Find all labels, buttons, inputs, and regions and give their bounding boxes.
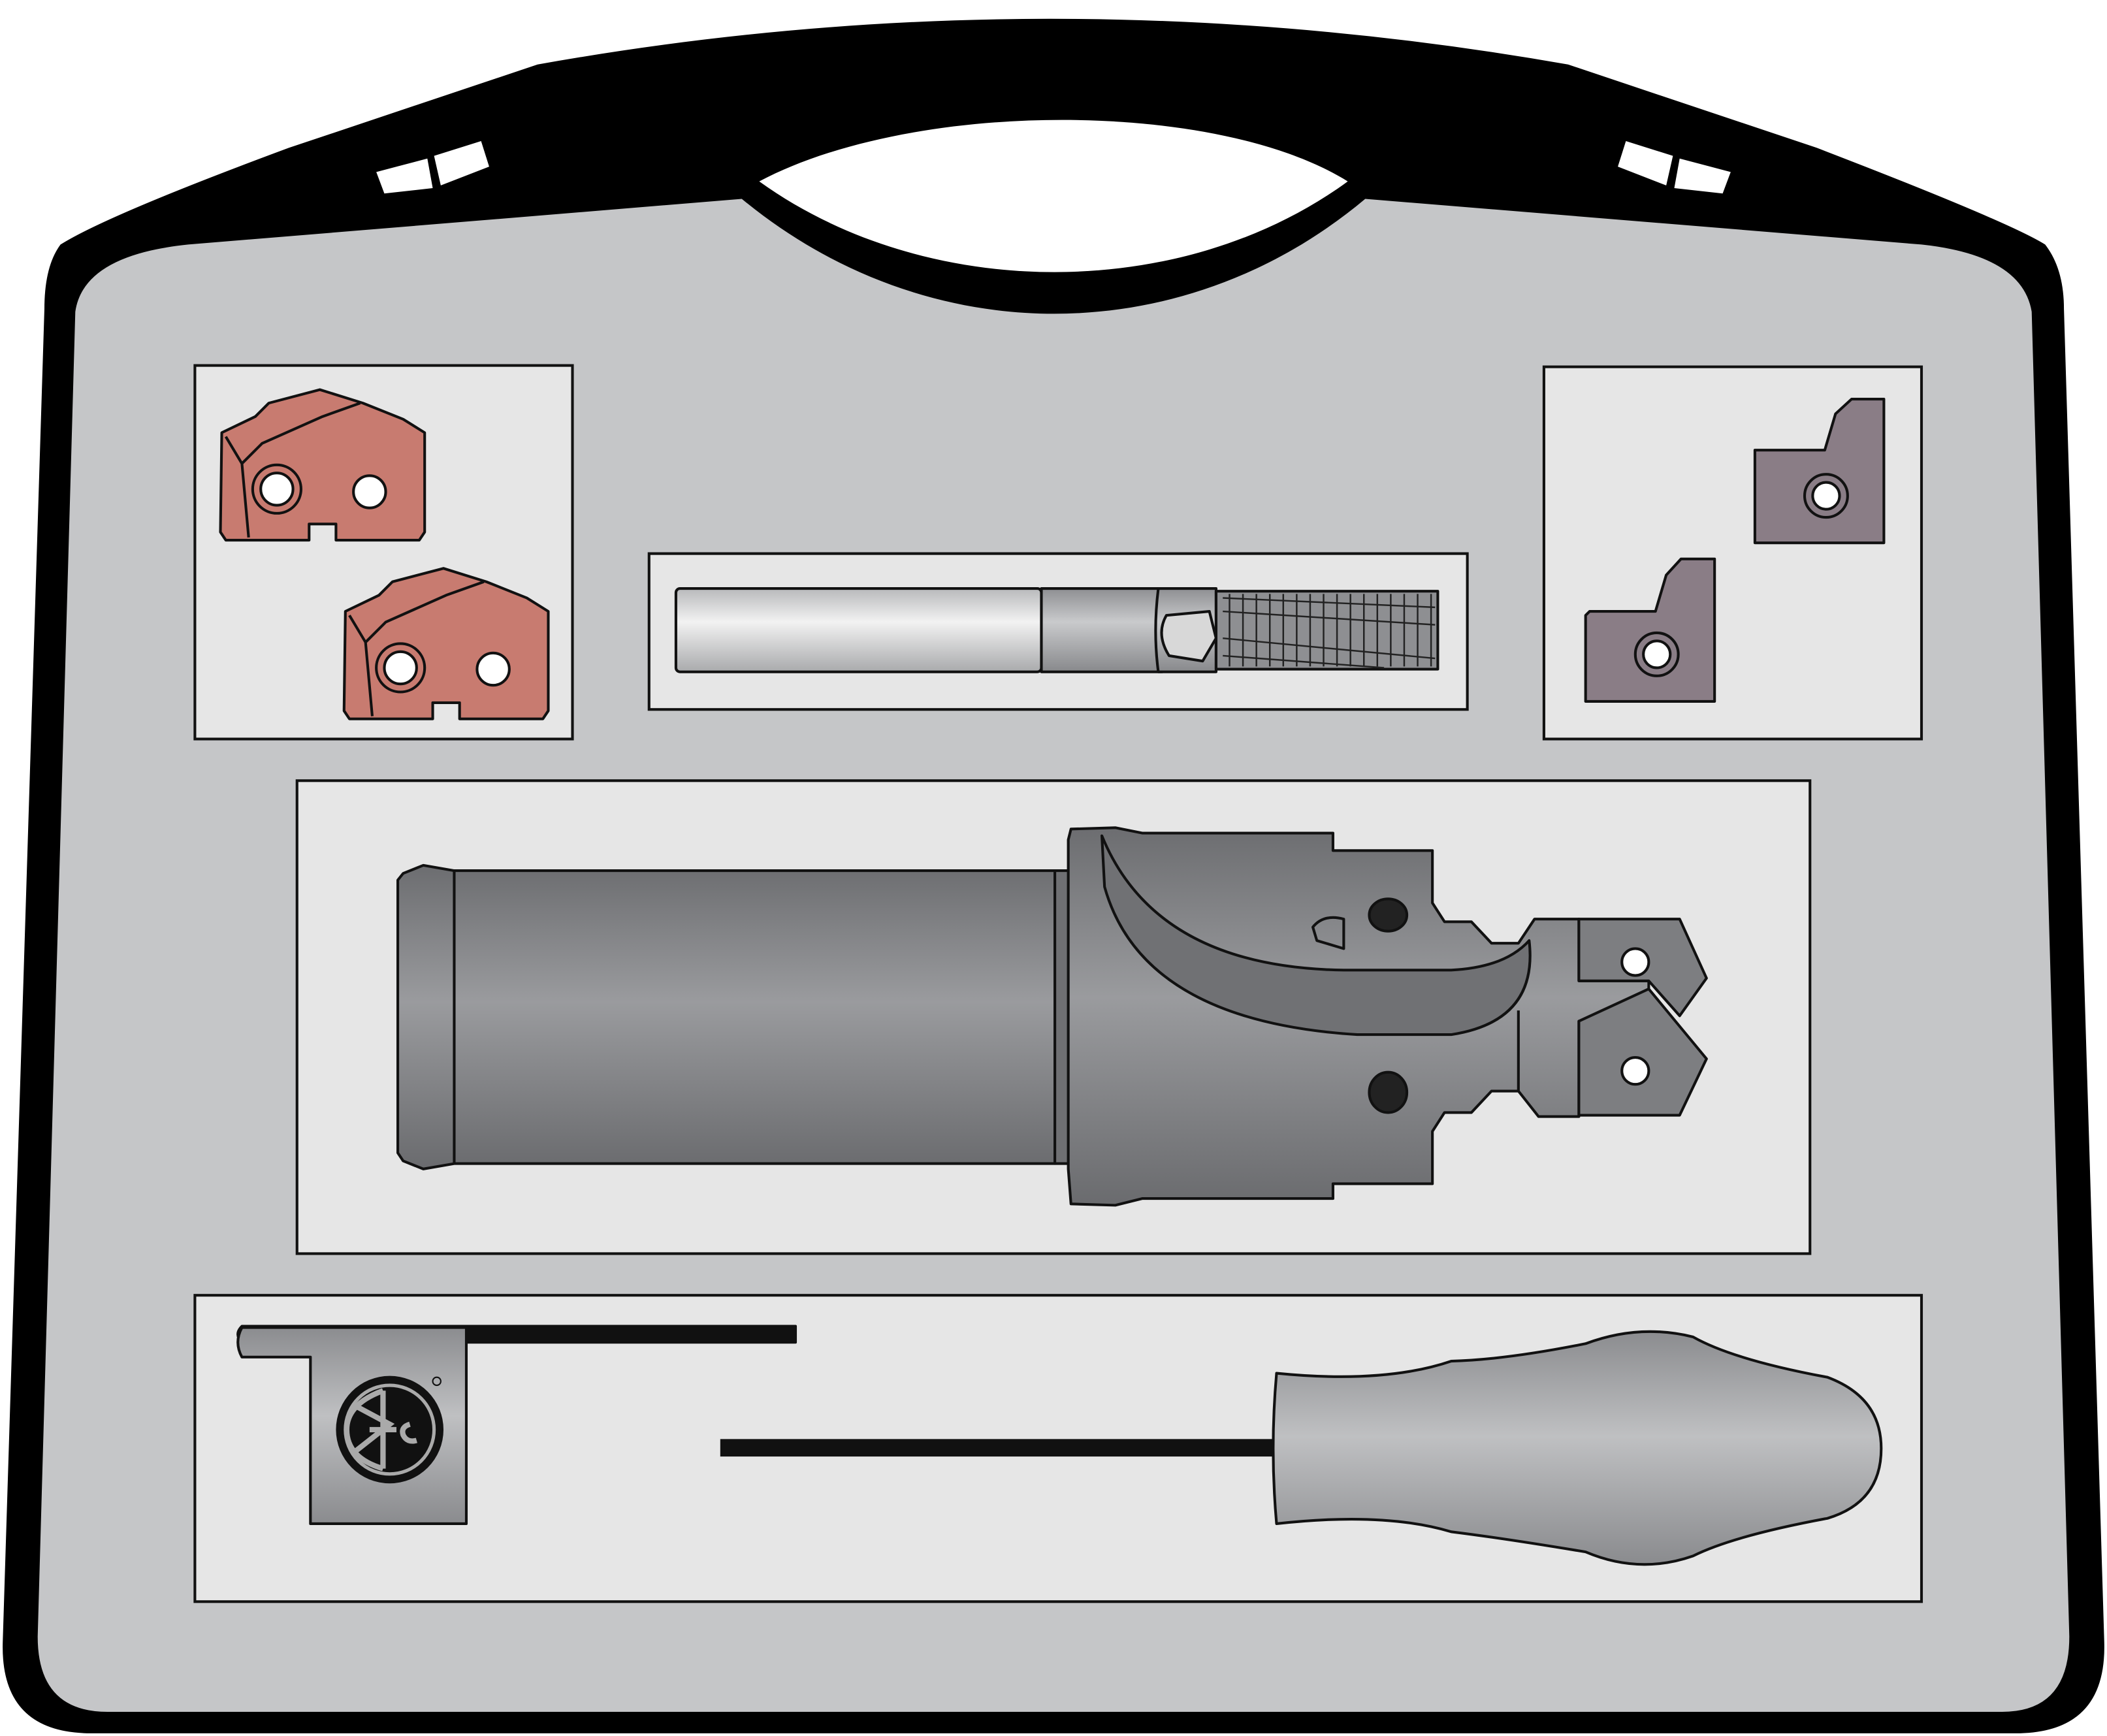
right-latch[interactable] xyxy=(1609,129,1742,197)
amec-logo xyxy=(336,1375,443,1484)
indexable-insert[interactable] xyxy=(1584,557,1716,703)
spade-insert[interactable] xyxy=(342,567,550,720)
spade-insert[interactable] xyxy=(219,388,426,542)
left-latch[interactable] xyxy=(365,129,498,197)
screwdriver[interactable] xyxy=(720,1330,1883,1566)
setting-gauge[interactable] xyxy=(236,1325,797,1526)
handle-opening xyxy=(759,120,1348,272)
indexable-insert[interactable] xyxy=(1753,397,1886,545)
spade-drill-holder[interactable] xyxy=(396,826,1708,1207)
thread-mill[interactable] xyxy=(674,587,1440,673)
